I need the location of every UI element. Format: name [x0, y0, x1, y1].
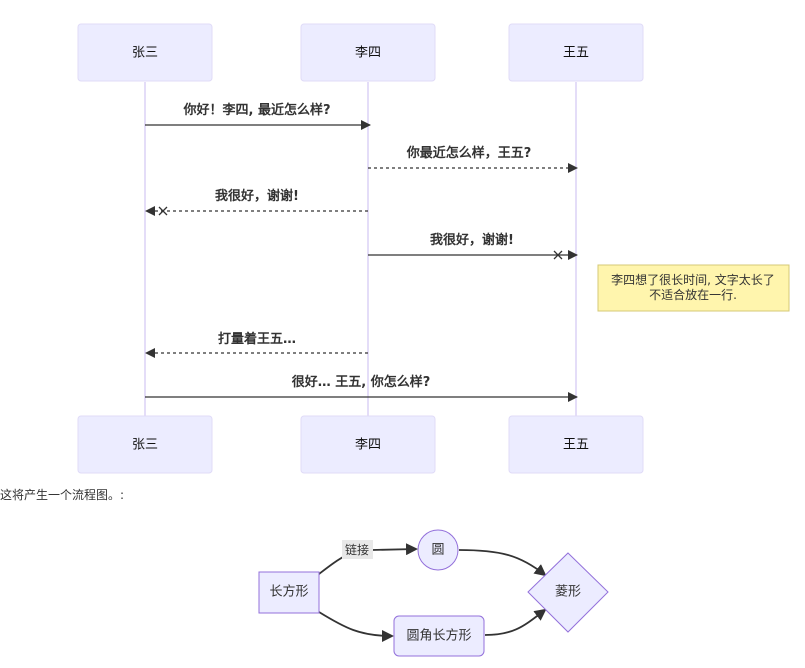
participant-bottom-zhangsan: 张三	[77, 415, 213, 474]
participant-label: 李四	[355, 438, 381, 453]
participant-label: 王五	[563, 46, 589, 61]
lifelines	[144, 82, 577, 416]
participant-label: 张三	[132, 46, 158, 61]
message-2: 你最近怎么样，王五?	[368, 145, 578, 173]
node-label: 菱形	[555, 585, 581, 600]
note: 李四想了很长时间, 文字太长了 不适合放在一行.	[597, 264, 790, 312]
edge-label-bg	[342, 540, 373, 559]
participant-label: 张三	[132, 438, 158, 453]
cross-icon	[158, 206, 168, 216]
node-label: 圆角长方形	[406, 628, 471, 644]
message-text: 你最近怎么样，王五?	[406, 145, 532, 161]
node-circle: 圆	[417, 529, 459, 571]
message-text: 你好！李四, 最近怎么样?	[182, 102, 330, 118]
message-5: 打量着王五…	[145, 331, 368, 358]
message-1: 你好！李四, 最近怎么样?	[145, 102, 371, 130]
message-4: 我很好，谢谢!	[368, 232, 578, 260]
participant-bottom-wangwu: 王五	[508, 415, 644, 474]
message-3: 我很好，谢谢!	[145, 188, 368, 216]
participant-label: 王五	[563, 438, 589, 453]
node-rectangle: 长方形	[258, 571, 320, 614]
node-label: 圆	[431, 543, 444, 558]
note-line-1: 李四想了很长时间, 文字太长了	[611, 272, 775, 287]
node-diamond: 菱形	[527, 552, 609, 633]
edge-label-link: 链接	[345, 542, 369, 557]
edge-c-d	[484, 608, 547, 636]
message-text: 我很好，谢谢!	[215, 188, 299, 204]
participant-label: 李四	[355, 46, 381, 61]
message-text: 很好… 王五, 你怎么样?	[292, 374, 431, 390]
edge-b-d	[458, 549, 547, 577]
flowchart: 链接 长方形 圆 圆角长方形 菱形	[258, 529, 609, 657]
participant-top-zhangsan: 张三	[77, 23, 213, 82]
flowchart-caption: 这将产生一个流程图。:	[0, 488, 125, 502]
message-6: 很好… 王五, 你怎么样?	[145, 374, 578, 402]
node-rounded-rectangle: 圆角长方形	[393, 615, 485, 657]
participant-top-lisi: 李四	[300, 23, 436, 82]
edge-a-c	[318, 611, 394, 642]
participant-top-wangwu: 王五	[508, 23, 644, 82]
participant-bottom-lisi: 李四	[300, 415, 436, 474]
node-label: 长方形	[269, 584, 308, 600]
note-line-2: 不适合放在一行.	[649, 287, 737, 302]
message-text: 打量着王五…	[218, 331, 296, 347]
message-text: 我很好，谢谢!	[430, 232, 514, 248]
cross-icon	[553, 250, 563, 260]
